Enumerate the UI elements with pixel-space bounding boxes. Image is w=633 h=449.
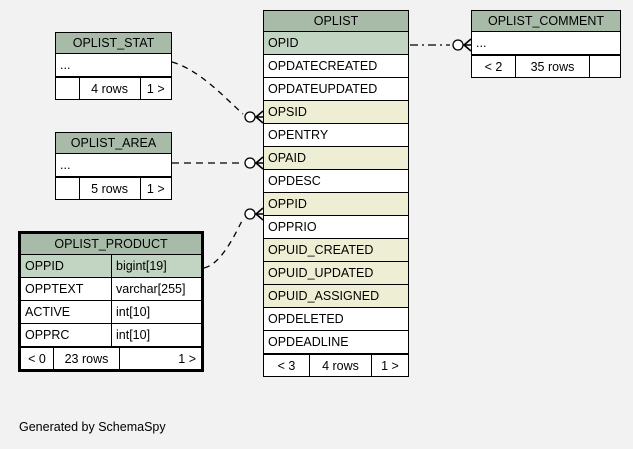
table-title-oplist-stat: OPLIST_STAT (56, 33, 171, 54)
column-name: OPDEADLINE (268, 335, 349, 349)
column-name: OPUID_ASSIGNED (268, 289, 380, 303)
column-name: OPUID_UPDATED (268, 266, 374, 280)
table-row[interactable]: OPDEADLINE (264, 331, 408, 354)
column-name: OPSID (268, 105, 307, 119)
footer-prev-count[interactable]: < 3 (264, 355, 310, 376)
table-row[interactable]: OPDATEUPDATED (264, 78, 408, 101)
table-row[interactable]: OPDESC (264, 170, 408, 193)
table-row[interactable]: OPENTRY (264, 124, 408, 147)
edge-endpoint-circle-comment (452, 39, 464, 51)
column-name: OPPID (25, 259, 64, 273)
column-name: OPDELETED (268, 312, 344, 326)
column-name: OPDESC (268, 174, 321, 188)
table-footer-oplist-area: 5 rows 1 > (56, 177, 171, 199)
footer-prev-count[interactable] (56, 78, 80, 99)
table-oplist-product[interactable]: OPLIST_PRODUCT OPPID bigint[19] OPPTEXT … (18, 231, 204, 372)
table-oplist-comment[interactable]: OPLIST_COMMENT ... < 2 35 rows (471, 10, 621, 78)
footer-row-count: 23 rows (54, 348, 120, 369)
footer-prev-count[interactable]: < 2 (472, 56, 516, 77)
column-type: bigint[19] (111, 255, 201, 277)
column-name: OPPRIO (268, 220, 317, 234)
table-row[interactable]: OPDATECREATED (264, 55, 408, 78)
table-footer-oplist-stat: 4 rows 1 > (56, 77, 171, 99)
generated-by-caption: Generated by SchemaSpy (19, 420, 166, 434)
table-row[interactable]: ... (472, 32, 620, 55)
column-name: OPAID (268, 151, 306, 165)
column-name: OPPRC (25, 328, 70, 342)
table-row[interactable]: OPUID_UPDATED (264, 262, 408, 285)
column-name: OPID (268, 36, 299, 50)
table-footer-oplist: < 3 4 rows 1 > (264, 354, 408, 376)
table-title-oplist-area: OPLIST_AREA (56, 133, 171, 154)
column-name: ... (476, 36, 487, 50)
table-oplist[interactable]: OPLIST OPID OPDATECREATED OPDATEUPDATED … (263, 10, 409, 377)
edge-oplist-stat-to-opsid (171, 61, 244, 115)
table-footer-oplist-comment: < 2 35 rows (472, 55, 620, 77)
footer-row-count: 5 rows (80, 178, 141, 199)
footer-next-count[interactable]: 1 > (381, 359, 399, 373)
column-name: ... (60, 158, 71, 172)
table-row[interactable]: ... (56, 154, 171, 177)
column-name: OPPID (268, 197, 307, 211)
edge-arrow-opaid (254, 156, 264, 170)
edge-arrow-opsid (254, 110, 264, 124)
footer-prev-count[interactable] (56, 178, 80, 199)
table-row[interactable]: OPPRC int[10] (21, 324, 201, 347)
table-row[interactable]: OPID (264, 32, 408, 55)
table-title-oplist-comment: OPLIST_COMMENT (472, 11, 620, 32)
footer-prev-count[interactable]: < 0 (21, 348, 54, 369)
edge-endpoint-circle-oppid (244, 208, 256, 220)
footer-next-count[interactable]: 1 > (146, 82, 165, 96)
footer-next-count[interactable] (590, 56, 620, 77)
table-row[interactable]: OPPTEXT varchar[255] (21, 278, 201, 301)
table-row[interactable]: ... (56, 54, 171, 77)
column-type: varchar[255] (111, 278, 201, 300)
table-row[interactable]: OPUID_CREATED (264, 239, 408, 262)
table-row[interactable]: OPUID_ASSIGNED (264, 285, 408, 308)
table-row[interactable]: OPDELETED (264, 308, 408, 331)
footer-row-count: 4 rows (310, 355, 372, 376)
table-title-oplist-product: OPLIST_PRODUCT (21, 234, 201, 255)
table-row[interactable]: OPPRIO (264, 216, 408, 239)
table-row[interactable]: OPAID (264, 147, 408, 170)
column-name: ... (60, 58, 71, 72)
column-name: OPDATECREATED (268, 59, 378, 73)
column-type: int[10] (111, 301, 201, 323)
table-oplist-area[interactable]: OPLIST_AREA ... 5 rows 1 > (55, 132, 172, 200)
column-name: OPUID_CREATED (268, 243, 374, 257)
footer-next-count[interactable]: 1 > (146, 182, 165, 196)
footer-row-count: 35 rows (516, 56, 590, 77)
edge-arrow-oppid (254, 207, 264, 221)
table-row[interactable]: OPPID (264, 193, 408, 216)
table-oplist-stat[interactable]: OPLIST_STAT ... 4 rows 1 > (55, 32, 172, 100)
footer-next-count[interactable]: 1 > (178, 352, 196, 366)
table-footer-oplist-product: < 0 23 rows 1 > (21, 347, 201, 369)
edge-endpoint-circle-opsid (244, 111, 256, 123)
table-row[interactable]: OPPID bigint[19] (21, 255, 201, 278)
footer-row-count: 4 rows (80, 78, 141, 99)
table-title-oplist: OPLIST (264, 11, 408, 32)
edge-oplist-product-to-oppid (203, 218, 244, 269)
column-type: int[10] (111, 324, 201, 346)
column-name: OPPTEXT (25, 282, 84, 296)
column-name: OPENTRY (268, 128, 329, 142)
edge-arrow-comment (462, 38, 472, 52)
table-row[interactable]: OPSID (264, 101, 408, 124)
table-row[interactable]: ACTIVE int[10] (21, 301, 201, 324)
column-name: ACTIVE (25, 305, 71, 319)
column-name: OPDATEUPDATED (268, 82, 378, 96)
edge-endpoint-circle-opaid (244, 157, 256, 169)
